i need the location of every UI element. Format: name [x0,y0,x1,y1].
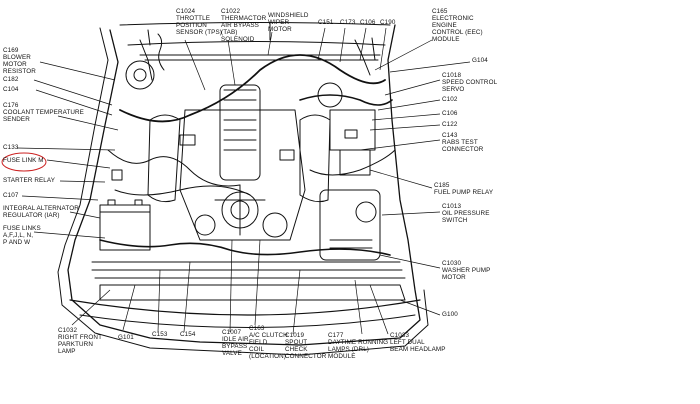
label-fuse-link-m: FUSE LINK M [3,157,44,164]
label-starter-relay: STARTER RELAY [3,177,56,184]
label-c185: C185 FUEL PUMP RELAY [434,182,494,196]
label-c1022: C1022 THERMACTOR AIR BYPASS (TAB) SOLENO… [221,8,267,43]
label-iar: INTEGRAL ALTERNATOR REGULATOR (IAR) [3,205,79,219]
label-c1024: C1024 THROTTLE POSITION SENSOR (TPS) [176,8,222,36]
label-c122: C122 [442,121,458,128]
label-c176: C176 COOLANT TEMPERATURE SENDER [3,102,84,123]
label-g100: G100 [442,311,458,318]
label-c153: C153 [152,331,168,338]
label-c1032: C1032 RIGHT FRONT PARKTURN LAMP [58,327,103,355]
label-c151: C151 [318,19,334,26]
label-c163: C163 A/C CLUTCH FIELD COIL (LOCATION) [249,325,288,360]
label-wiper-motor: WINDSHIELD WIPER MOTOR [268,12,309,33]
label-c143: C143 RABS TEST CONNECTOR [442,132,484,153]
label-c173: C173 [340,19,356,26]
label-c133: C133 [3,144,19,151]
label-g101: G101 [118,334,134,341]
label-c1033: C1033 LEFT DUAL BEAM HEADLAMP [390,332,446,353]
label-c106-top: C106 [360,19,376,26]
fuse-link-highlight [1,152,47,172]
label-c190: C190 [380,19,396,26]
label-c1013: C1013 OIL PRESSURE SWITCH [442,203,490,224]
label-c165: C165 ELECTRONIC ENGINE CONTROL (EEC) MOD… [432,8,483,43]
label-c154: C154 [180,331,196,338]
label-c169: C169 BLOWER MOTOR RESISTOR [3,47,36,75]
label-c182: C182 [3,76,19,83]
label-c1007: C1007 IDLE AIR BYPASS VALVE [222,329,249,357]
label-fuse-links: FUSE LINKS A,F,J,L, N, P AND W [3,225,41,246]
label-c1018: C1018 SPEED CONTROL SERVO [442,72,498,93]
label-c106-right: C106 [442,110,458,117]
label-c107: C107 [3,192,19,199]
label-c104: C104 [3,86,19,93]
label-c102: C102 [442,96,458,103]
label-c1019: C1019 SPOUT CHECK CONNECTOR [285,332,327,360]
label-c1030: C1030 WASHER PUMP MOTOR [442,260,491,281]
label-c177: C177 DAYTIME RUNNING LAMPS (DRL) MODULE [328,332,389,360]
label-g104: G104 [472,57,488,64]
